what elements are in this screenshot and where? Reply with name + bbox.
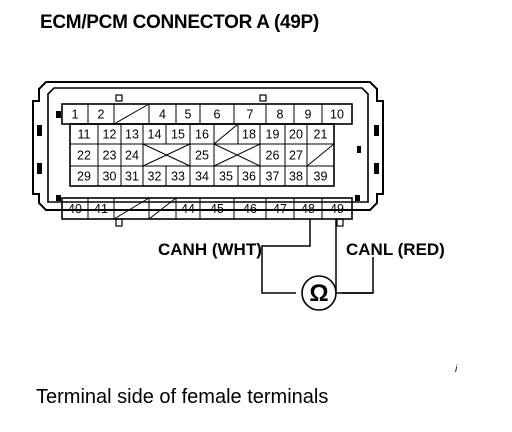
unused-terminal-mark — [113, 103, 150, 125]
terminal-number: 32 — [148, 170, 162, 184]
unused-terminal-mark — [306, 143, 335, 167]
terminal-number: 37 — [266, 170, 280, 184]
terminal-number: 15 — [171, 128, 185, 142]
terminal-number: 2 — [98, 108, 105, 122]
terminal-number: 11 — [78, 128, 91, 142]
terminal-number: 12 — [103, 128, 117, 142]
unused-terminal-mark — [142, 143, 191, 167]
unused-terminal-mark — [148, 197, 177, 220]
terminal-number: 5 — [185, 108, 192, 122]
unused-terminal-mark — [213, 123, 239, 145]
terminal-number: 48 — [301, 202, 315, 216]
terminal-number: 22 — [77, 149, 91, 163]
terminal-cell-39 — [306, 165, 335, 187]
canh-label: CANH (WHT) — [158, 240, 262, 259]
terminal-number: 16 — [195, 128, 209, 142]
terminal-number: 34 — [195, 170, 209, 184]
terminal-number: 35 — [219, 170, 233, 184]
terminal-number: 20 — [289, 128, 303, 142]
terminal-number: 8 — [277, 108, 284, 122]
terminal-number: 30 — [103, 170, 117, 184]
terminal-number: 23 — [103, 149, 117, 163]
terminal-number: 31 — [125, 170, 139, 184]
terminal-number: 40 — [68, 202, 82, 216]
corner-mark: i — [455, 364, 458, 375]
terminal-number: 14 — [148, 128, 162, 142]
terminal-number: 26 — [266, 149, 280, 163]
terminal-number: 21 — [314, 128, 328, 142]
connector-housing — [32, 81, 384, 211]
terminal-number: 9 — [305, 108, 312, 122]
terminal-number: 29 — [77, 170, 91, 184]
terminal-number: 7 — [247, 108, 254, 122]
terminal-number: 18 — [242, 128, 256, 142]
terminal-number: 1 — [72, 108, 79, 122]
terminal-number: 46 — [243, 202, 257, 216]
terminal-number: 33 — [171, 170, 185, 184]
ohmmeter — [301, 275, 337, 311]
terminal-number: 27 — [289, 149, 303, 163]
terminal-number: 6 — [214, 108, 221, 122]
terminal-number: 38 — [289, 170, 303, 184]
canl-label: CANL (RED) — [346, 240, 445, 259]
terminal-cell-10 — [321, 103, 353, 125]
terminal-number: 36 — [242, 170, 256, 184]
locking-tabs — [37, 111, 379, 201]
terminal-number: 4 — [159, 108, 166, 122]
terminal-number: 45 — [210, 202, 224, 216]
terminal-number: 49 — [330, 202, 344, 216]
terminal-number: 44 — [181, 202, 195, 216]
ohm-symbol: Ω — [309, 280, 328, 307]
meter-wiring — [261, 219, 374, 294]
terminal-number: 25 — [195, 149, 209, 163]
terminal-cell-49 — [321, 197, 353, 220]
terminal-number: 41 — [94, 202, 108, 216]
terminal-number: 10 — [330, 108, 344, 122]
unused-terminal-mark — [113, 197, 150, 220]
terminal-number: 24 — [125, 149, 139, 163]
diagram-caption: Terminal side of female terminals — [36, 386, 329, 408]
terminal-number: 47 — [273, 202, 287, 216]
terminal-number: 39 — [314, 170, 328, 184]
unused-terminal-mark — [213, 143, 261, 167]
connector-inner-wall — [47, 87, 369, 203]
terminal-number: 19 — [266, 128, 280, 142]
guide-keys — [115, 94, 344, 227]
terminal-number: 13 — [125, 128, 139, 142]
diagram-title: ECM/PCM CONNECTOR A (49P) — [40, 12, 319, 33]
